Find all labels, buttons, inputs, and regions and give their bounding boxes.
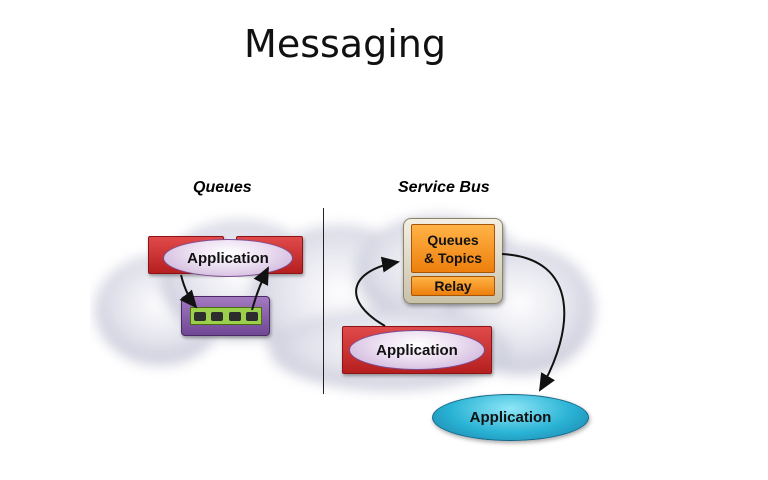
queue-slot	[228, 311, 241, 321]
service-bus-node: Queues & Topics Relay	[403, 218, 503, 304]
queue-slots	[190, 307, 262, 325]
relay-label: Relay	[434, 278, 472, 294]
sender-to-bus-arrow	[355, 256, 400, 327]
receiver-application-node: Application	[432, 394, 589, 441]
bus-to-receiver-arrow	[501, 253, 566, 392]
queue-application-node: Application	[163, 239, 293, 277]
receiver-application-label: Application	[469, 409, 552, 426]
queues-topics-line2: & Topics	[423, 249, 483, 266]
relay-node: Relay	[411, 276, 495, 296]
sender-application-label: Application	[376, 341, 458, 359]
slide-title: Messaging	[244, 22, 446, 66]
queue-slot	[246, 311, 259, 321]
queues-topics-line1: Queues	[427, 231, 479, 248]
queue-slot	[211, 311, 224, 321]
sender-application-node: Application	[349, 330, 485, 370]
service-bus-heading: Service Bus	[398, 179, 490, 196]
section-divider	[323, 208, 324, 394]
queues-heading: Queues	[193, 179, 252, 196]
queues-topics-node: Queues & Topics	[411, 224, 495, 273]
queue-application-label: Application	[187, 249, 269, 267]
queue-slot	[193, 311, 206, 321]
queues-topics-label: Queues & Topics	[424, 231, 482, 267]
queue-node	[181, 296, 270, 336]
